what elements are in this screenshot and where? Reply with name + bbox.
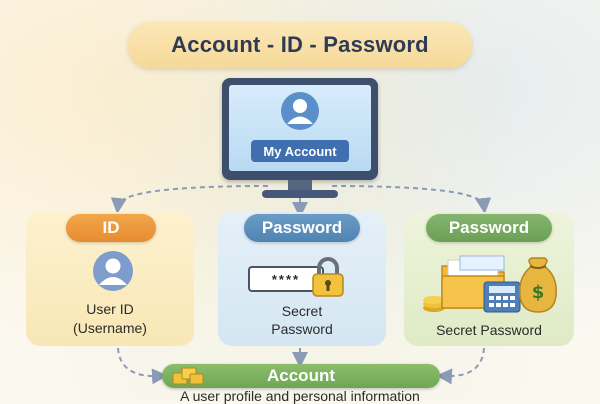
account-bar: Account xyxy=(162,364,440,388)
password-header-pill-middle: Password xyxy=(244,214,360,242)
my-account-label: My Account xyxy=(263,143,337,159)
monitor-base xyxy=(262,190,338,198)
password-field-value: **** xyxy=(271,271,301,287)
monitor: My Account xyxy=(222,78,378,180)
user-avatar-icon xyxy=(281,92,319,130)
account-label: Account xyxy=(267,366,335,385)
connector-monitor-to-password-right xyxy=(331,185,492,214)
title-banner: Account - ID - Password xyxy=(128,22,472,68)
password-header-label-right: Password xyxy=(448,218,530,237)
account-caption: A user profile and personal information xyxy=(180,388,420,404)
id-header-pill: ID xyxy=(66,214,156,242)
monitor-screen: My Account xyxy=(229,85,371,171)
coins-stack-icon xyxy=(172,367,204,385)
page-title: Account - ID - Password xyxy=(171,32,429,57)
password-header-pill-right: Password xyxy=(426,214,552,242)
connector-right-to-account xyxy=(436,347,485,385)
password-header-label-middle: Password xyxy=(261,218,343,237)
id-text-line2: (Username) xyxy=(73,320,147,336)
connector-id-to-account xyxy=(117,347,168,385)
svg-text:$: $ xyxy=(532,282,545,303)
id-header-label: ID xyxy=(102,218,120,237)
my-account-button[interactable]: My Account xyxy=(251,140,349,162)
id-text-line1: User ID xyxy=(86,301,134,317)
password-field[interactable]: **** xyxy=(248,266,324,292)
user-avatar-icon xyxy=(93,251,133,291)
monitor-neck xyxy=(288,180,312,192)
money-folder-calculator-icon: $ xyxy=(423,255,557,313)
password-middle-text-line1: Secret xyxy=(281,303,323,319)
password-middle-text-line2: Password xyxy=(271,321,333,337)
password-right-text: Secret Password xyxy=(436,322,542,338)
connector-monitor-to-id xyxy=(110,185,269,214)
padlock-icon xyxy=(312,257,344,297)
